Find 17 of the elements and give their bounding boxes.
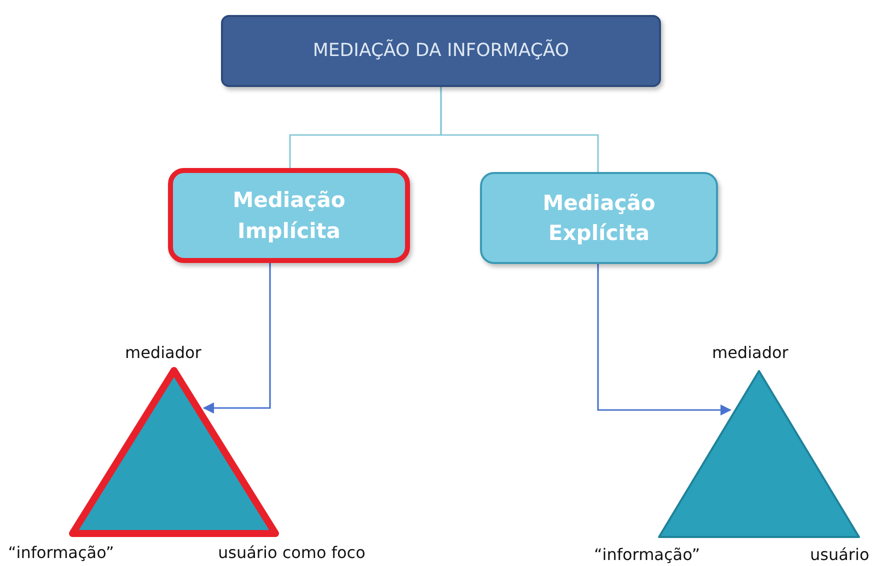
arrow (202, 263, 271, 414)
vertex-label: mediador (712, 343, 788, 362)
process-box (480, 172, 718, 264)
node-label: MEDIAÇÃO DA INFORMAÇÃO (312, 38, 570, 63)
node-label: Mediação Explícita (542, 190, 656, 247)
connector-line (440, 87, 599, 172)
vertex-label: mediador (125, 343, 202, 362)
vertex-label: usuário (810, 545, 870, 564)
triangle-shape (68, 366, 280, 538)
title-box (221, 15, 661, 87)
node-label: Mediação Implícita (232, 187, 346, 244)
vertex-label: usuário como foco (218, 543, 366, 562)
vertex-label: “informação” (594, 545, 700, 564)
vertex-label: “informação” (8, 543, 114, 562)
triangle-shape (657, 369, 861, 539)
arrow (597, 264, 732, 416)
process-box (168, 168, 410, 263)
